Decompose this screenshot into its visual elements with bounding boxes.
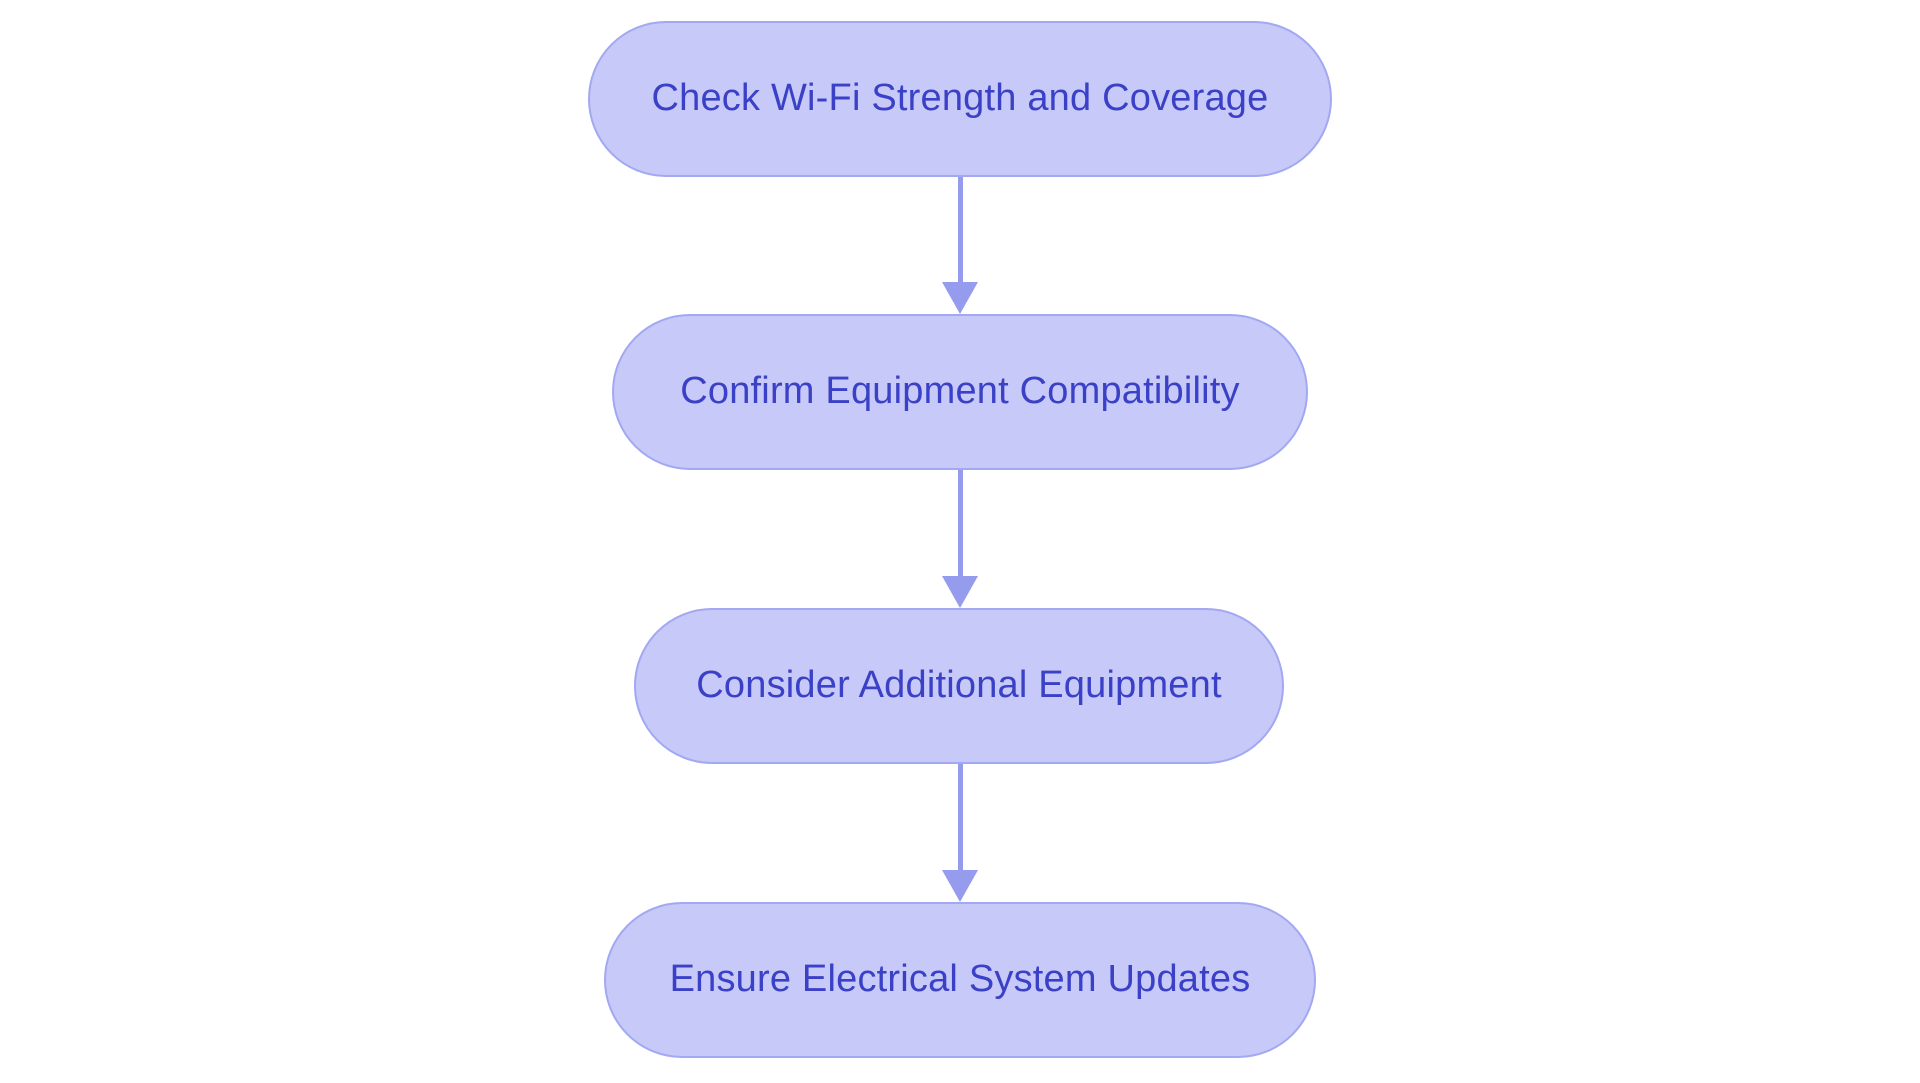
flow-node-label: Check Wi-Fi Strength and Coverage <box>651 77 1269 120</box>
arrow-line <box>957 764 963 870</box>
flow-node-check-wifi-strength: Check Wi-Fi Strength and Coverage <box>588 21 1332 177</box>
flow-node-label: Confirm Equipment Compatibility <box>680 370 1240 413</box>
flow-arrow-3 <box>942 764 978 902</box>
flow-node-confirm-equipment-compatibility: Confirm Equipment Compatibility <box>612 314 1308 470</box>
flow-node-label: Consider Additional Equipment <box>696 664 1222 707</box>
flow-node-consider-additional-equipment: Consider Additional Equipment <box>634 608 1284 764</box>
arrow-down-icon <box>942 576 978 608</box>
arrow-line <box>957 470 963 576</box>
flow-node-label: Ensure Electrical System Updates <box>669 958 1251 1001</box>
arrow-down-icon <box>942 870 978 902</box>
flow-arrow-2 <box>942 470 978 608</box>
flow-arrow-1 <box>942 177 978 314</box>
arrow-down-icon <box>942 282 978 314</box>
flow-node-ensure-electrical-system-updates: Ensure Electrical System Updates <box>604 902 1316 1058</box>
arrow-line <box>957 177 963 282</box>
